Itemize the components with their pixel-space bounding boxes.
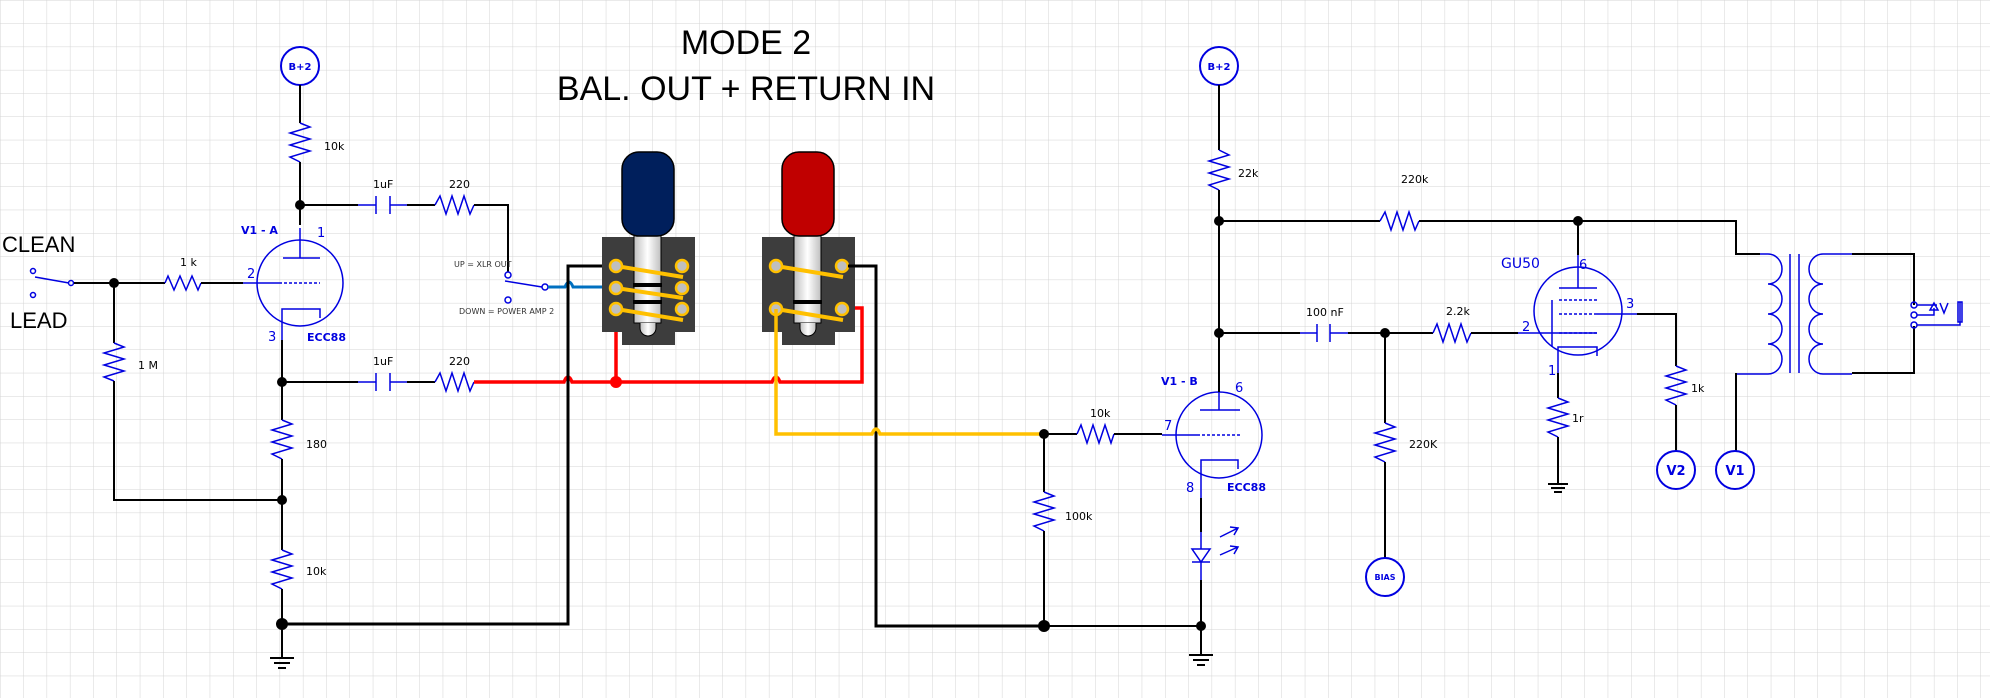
tube-v1a-pin-grid: 2 <box>247 267 255 282</box>
wire <box>113 381 282 501</box>
resistor-220k-bias-label: 220K <box>1409 438 1438 451</box>
resistor-220k-feedback-label: 220k <box>1401 173 1429 186</box>
tube-v1a-name: V1 - A <box>241 224 278 237</box>
tube-v1b-pin-plate: 6 <box>1235 381 1243 396</box>
output-switch[interactable] <box>504 271 549 304</box>
resistor-2k2-label: 2.2k <box>1446 305 1470 318</box>
capacitor-100nf <box>1300 324 1348 342</box>
tube-v1a-pin-cathode: 3 <box>268 330 276 345</box>
resistor-10k-plate <box>287 122 313 163</box>
jack-return-in[interactable] <box>762 151 855 345</box>
ground-symbol-v1b <box>1189 654 1213 666</box>
resistor-1k-screen <box>1663 365 1689 406</box>
resistor-220k-bias <box>1372 422 1398 463</box>
tube-gu50-pin-cathode: 1 <box>1548 364 1556 379</box>
resistor-220-top <box>434 193 475 217</box>
tube-v1b-pin-cathode: 8 <box>1186 481 1194 496</box>
tube-v1b-pin-grid: 7 <box>1164 419 1172 434</box>
red-wire <box>474 306 864 384</box>
wire <box>1852 253 1915 374</box>
resistor-1k-label: 1 k <box>180 256 197 269</box>
bplus-left-label: B+2 <box>289 62 312 73</box>
resistor-1m-label: 1 M <box>138 359 158 372</box>
v1-label: V1 <box>1725 464 1744 479</box>
resistor-100k <box>1031 491 1057 532</box>
v2-node <box>1656 450 1696 490</box>
resistor-1m <box>101 342 127 382</box>
junction <box>277 495 287 505</box>
resistor-1k <box>164 274 202 292</box>
tube-v1a <box>256 228 344 340</box>
resistor-180 <box>269 419 295 460</box>
ground-bus-left <box>282 264 614 626</box>
tube-gu50 <box>1518 255 1637 373</box>
capacitor-100nf-label: 100 nF <box>1306 306 1344 319</box>
wire <box>1637 313 1677 366</box>
tube-gu50-pin-g1: 2 <box>1522 320 1530 335</box>
jack-return-in-cap <box>781 151 835 237</box>
capacitor-1uf-top-label: 1uF <box>373 178 393 191</box>
capacitor-1uf-top <box>358 196 407 214</box>
resistor-220k-feedback <box>1379 209 1420 233</box>
resistor-1r <box>1545 397 1571 438</box>
tube-v1b <box>1162 390 1263 498</box>
resistor-10k-cathode <box>269 549 295 590</box>
tube-gu50-name: GU50 <box>1501 256 1540 272</box>
tube-gu50-pin-g2: 3 <box>1626 297 1634 312</box>
resistor-22k-label: 22k <box>1238 167 1259 180</box>
title-line-1: MODE 2 <box>681 24 811 62</box>
speaker-output-jack[interactable] <box>1910 301 1963 329</box>
bias-label: BIAS <box>1374 573 1395 582</box>
tube-v1b-type: ECC88 <box>1227 481 1266 494</box>
capacitor-1uf-bottom <box>358 373 407 391</box>
tube-gu50-pin-plate: 6 <box>1579 258 1587 273</box>
resistor-10k-grid-label: 10k <box>1090 407 1111 420</box>
tube-v1b-name: V1 - B <box>1161 375 1198 388</box>
resistor-22k <box>1206 149 1232 191</box>
jack-balanced-out[interactable] <box>602 151 695 345</box>
resistor-2k2 <box>1432 321 1472 345</box>
ground-symbol-left <box>270 657 294 669</box>
input-switch[interactable] <box>29 267 75 299</box>
title-line-2: BAL. OUT + RETURN IN <box>557 70 935 108</box>
switch-up-label: UP = XLR OUT <box>454 260 512 269</box>
bplus-right-label: B+2 <box>1208 62 1231 73</box>
tube-v1a-pin-plate: 1 <box>317 226 325 241</box>
led-indicator <box>1190 526 1240 580</box>
resistor-1k-screen-label: 1k <box>1691 382 1705 395</box>
resistor-10k-cathode-label: 10k <box>306 565 327 578</box>
switch-down-label: DOWN = POWER AMP 2 <box>459 307 554 316</box>
resistor-220-bottom <box>434 370 475 394</box>
wire <box>474 204 509 272</box>
lead-label: LEAD <box>10 308 67 333</box>
ground-symbol-gu50 <box>1548 483 1568 493</box>
resistor-100k-label: 100k <box>1065 510 1093 523</box>
resistor-10k-plate-label: 10k <box>324 140 345 153</box>
junction <box>1196 621 1206 631</box>
clean-label: CLEAN <box>2 232 75 257</box>
ground-bus-right <box>848 264 1044 628</box>
capacitor-1uf-bottom-label: 1uF <box>373 355 393 368</box>
resistor-1r-label: 1r <box>1572 412 1584 425</box>
output-transformer <box>1736 253 1852 375</box>
resistor-220-bottom-label: 220 <box>449 355 470 368</box>
tube-v1a-type: ECC88 <box>307 331 346 344</box>
bias-node <box>1365 557 1405 597</box>
v2-label: V2 <box>1666 464 1685 479</box>
resistor-10k-grid <box>1076 422 1115 446</box>
yellow-return-wire <box>774 309 1044 436</box>
resistor-220-top-label: 220 <box>449 178 470 191</box>
jack-balanced-out-cap <box>621 151 675 237</box>
resistor-180-label: 180 <box>306 438 327 451</box>
v1-node <box>1715 450 1755 490</box>
